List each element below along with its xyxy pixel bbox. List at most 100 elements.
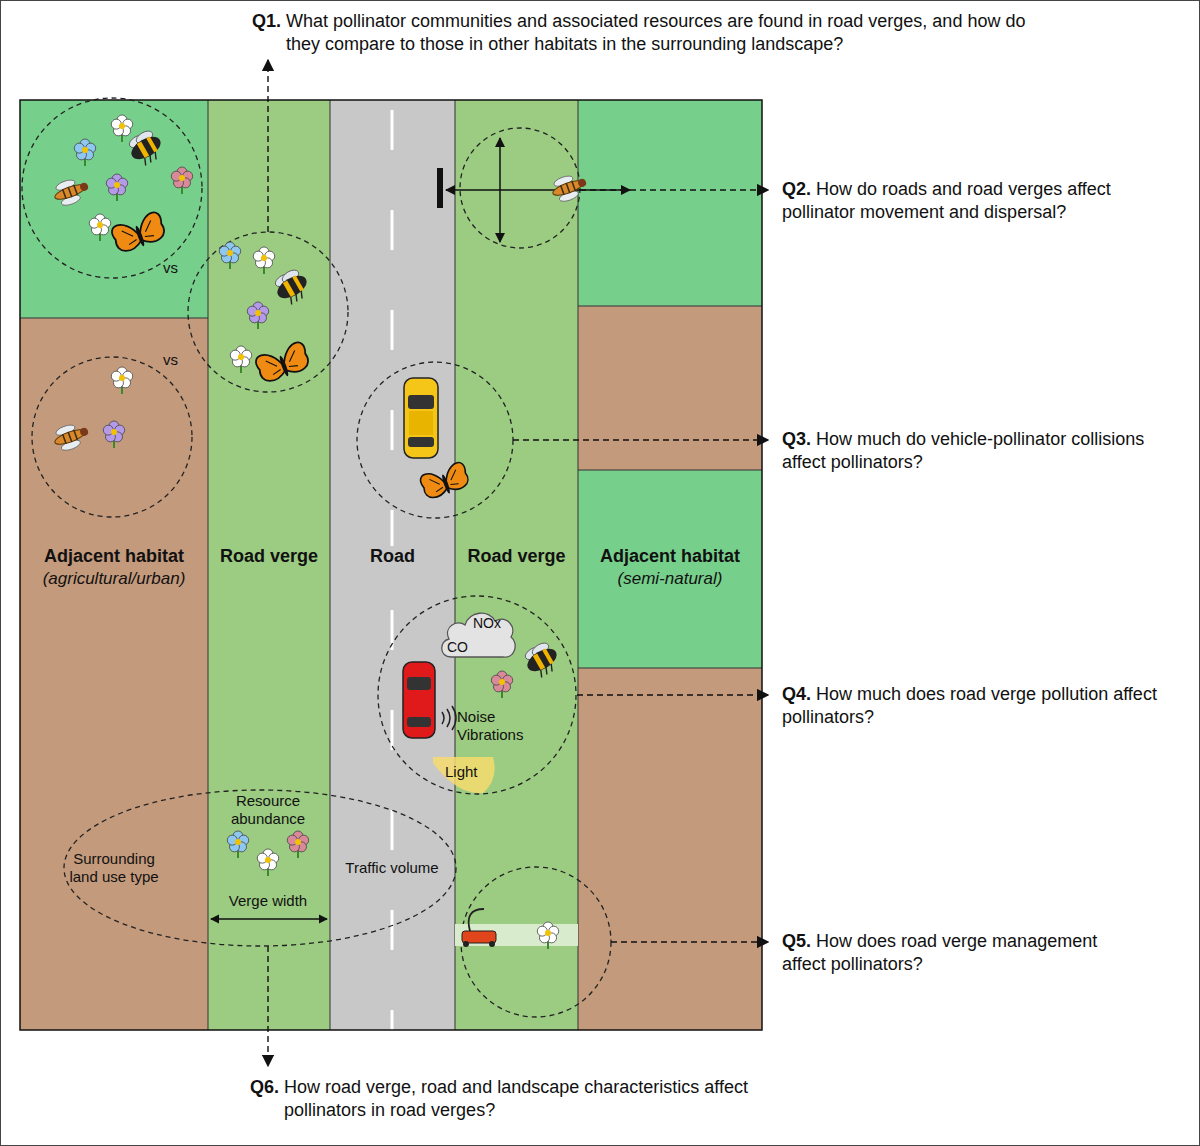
stripe xyxy=(533,654,545,670)
stripe xyxy=(283,281,295,297)
exhaust-cloud xyxy=(442,613,515,657)
flower-centre xyxy=(114,182,120,188)
node-text: Road xyxy=(350,546,435,567)
stripe xyxy=(561,185,564,194)
question: Q2.How do roads and road verges affect p… xyxy=(782,178,1182,224)
headlight-beam xyxy=(433,757,495,793)
flower xyxy=(227,831,248,858)
flower-centre xyxy=(97,222,103,228)
land-band: Road verge xyxy=(455,100,578,1030)
head xyxy=(577,178,587,188)
land-band: Road verge xyxy=(208,100,330,1030)
lane-dash xyxy=(391,910,394,950)
leg xyxy=(147,155,153,163)
head xyxy=(79,427,89,437)
flower-centre xyxy=(235,839,241,845)
land-band: Adjacent habitat(semi-natural) xyxy=(578,100,762,1030)
node-text: Light xyxy=(445,763,491,780)
callout-number: Q3. xyxy=(782,429,811,449)
flower-centre xyxy=(227,250,233,256)
wing xyxy=(278,340,311,375)
node-text: Adjacent habitat xyxy=(578,546,762,567)
pollinators-and-flowers xyxy=(51,115,590,949)
question: Q3.How much do vehicle-pollinator collis… xyxy=(782,428,1182,474)
flower xyxy=(247,302,268,329)
question-text: How does road verge management affect po… xyxy=(782,931,1097,974)
bumblebee xyxy=(125,127,168,169)
leg xyxy=(549,664,555,672)
flower xyxy=(537,922,558,949)
flower-centre xyxy=(82,147,88,153)
flower-centre xyxy=(111,429,117,435)
flower xyxy=(287,831,308,858)
bumblebee xyxy=(521,639,564,681)
flower-centre xyxy=(265,857,271,863)
node-text: Verge width xyxy=(218,892,318,910)
flower-centre xyxy=(295,839,301,845)
flower-centre xyxy=(545,930,551,936)
comparison-label: vs xyxy=(163,259,178,276)
node-text: Traffic volume xyxy=(338,859,446,877)
stripe xyxy=(74,430,77,439)
lane-dash xyxy=(391,510,394,550)
flower xyxy=(111,115,132,142)
leg xyxy=(299,291,305,299)
circle-node: Noise Vibrations NOxCO Light xyxy=(377,595,577,795)
callout-number: Q5. xyxy=(782,931,811,951)
lane-dash xyxy=(391,810,394,850)
node-text: CO xyxy=(447,639,477,655)
noise-waves xyxy=(442,706,456,730)
stripe xyxy=(63,189,66,198)
flower xyxy=(103,421,124,448)
land-band: Road xyxy=(330,100,455,1030)
flower xyxy=(89,214,110,241)
stripe xyxy=(572,181,575,190)
question-text: How do roads and road verges affect poll… xyxy=(782,179,1111,222)
body xyxy=(128,132,165,164)
question-text: How much does road verge pollution affec… xyxy=(782,684,1157,727)
mower xyxy=(455,909,578,947)
flower-centre xyxy=(499,679,505,685)
stripe xyxy=(63,434,66,443)
question-text: How much do vehicle-pollinator collision… xyxy=(782,429,1144,472)
hoverfly xyxy=(549,170,590,205)
land-band: Adjacent habitat(agricultural/urban) xyxy=(20,100,208,1030)
lane-dash xyxy=(391,110,394,150)
question: Q1.What pollinator communities and assoc… xyxy=(252,10,1052,56)
land-bands xyxy=(20,100,762,1050)
flower xyxy=(491,671,512,698)
leg xyxy=(293,294,299,302)
node-text: (agricultural/urban) xyxy=(20,569,208,589)
stripe xyxy=(74,185,77,194)
node-text: Road verge xyxy=(208,546,330,567)
callout-number: Q1. xyxy=(252,10,281,56)
node-text: NOx xyxy=(473,615,513,631)
body xyxy=(524,644,561,676)
flower xyxy=(257,849,278,876)
node-text: Noise Vibrations xyxy=(457,708,537,744)
leg xyxy=(288,297,294,305)
lane-dash xyxy=(391,710,394,750)
callout-number: Q4. xyxy=(782,684,811,704)
stripe xyxy=(292,276,303,292)
body xyxy=(278,355,290,377)
hoverfly xyxy=(51,174,92,209)
stripe xyxy=(542,649,553,665)
flower xyxy=(74,139,95,166)
flower-centre xyxy=(238,354,244,360)
stripe xyxy=(68,187,71,196)
question: Q4.How much does road verge pollution af… xyxy=(782,683,1162,729)
ellipse-node: Surrounding land use typeResource abunda… xyxy=(62,788,458,948)
verge-width-arrow xyxy=(211,919,327,920)
stripe xyxy=(68,432,71,441)
body xyxy=(134,225,146,247)
stripe xyxy=(566,183,569,192)
stripe xyxy=(137,142,149,158)
hoverfly xyxy=(51,419,92,454)
lane-dash xyxy=(391,410,394,450)
leg xyxy=(538,670,544,678)
node-text: Road verge xyxy=(455,546,578,567)
cloud-outline xyxy=(437,605,517,667)
flower-centre xyxy=(119,375,125,381)
head xyxy=(79,182,89,192)
